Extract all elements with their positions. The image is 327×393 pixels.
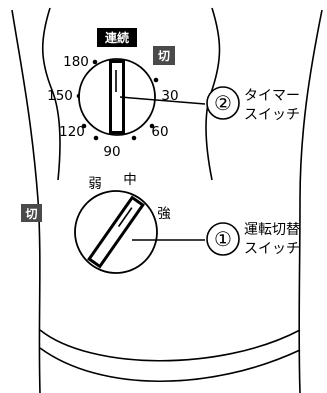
- mode-off-badge-label: 切: [25, 207, 37, 221]
- mode-label-medium: 中: [123, 172, 137, 188]
- timer-tick-60: 60: [151, 124, 168, 140]
- timer-callout-line1: タイマー: [244, 88, 300, 104]
- continuous-badge: [97, 28, 137, 47]
- timer-callout-circle: [206, 86, 240, 120]
- mode-callout-line2: スイッチ: [244, 241, 300, 257]
- tick-dot: [149, 123, 155, 129]
- tick-dot: [92, 59, 98, 65]
- timer-tick-90: 90: [103, 144, 120, 160]
- housing-inner-right: [205, 7, 221, 181]
- mode-switch: 弱 中 強 切 ① 運転切替 スイッチ: [21, 172, 300, 274]
- housing-left-edge: [11, 9, 41, 393]
- mode-label-weak: 弱: [88, 176, 102, 192]
- timer-tick-180: 180: [63, 54, 89, 70]
- timer-tick-120: 120: [59, 124, 85, 140]
- timer-dial-grip: [109, 60, 125, 134]
- tick-dot: [153, 77, 159, 83]
- timer-tick-150: 150: [47, 88, 73, 104]
- housing-bottom-curve: [39, 329, 301, 362]
- timer-switch: 連続 切 180 150 120 90 60 30 ② タ: [47, 28, 300, 160]
- mode-callout-line1: 運転切替: [244, 222, 300, 238]
- timer-callout-line2: スイッチ: [244, 107, 300, 123]
- mode-callout-circle: [206, 222, 240, 256]
- timer-off-badge: [153, 46, 175, 65]
- timer-callout-number: ②: [214, 91, 232, 115]
- housing-inner-left: [41, 7, 61, 181]
- tick-dot: [93, 135, 99, 141]
- tick-dot: [131, 135, 137, 141]
- tick-dot: [81, 123, 87, 129]
- timer-tick-30: 30: [161, 88, 178, 104]
- housing-bottom-curve-2: [39, 347, 301, 382]
- timer-off-badge-label: 切: [158, 49, 170, 63]
- controller-housing: [11, 7, 323, 393]
- mode-off-badge: [21, 204, 42, 222]
- mode-callout-number: ①: [214, 227, 232, 251]
- housing-right-edge: [298, 9, 323, 393]
- timer-callout-leader: [119, 96, 206, 105]
- mode-label-strong: 強: [157, 206, 171, 222]
- continuous-badge-label: 連続: [105, 30, 129, 45]
- mode-dial-grip: [87, 195, 145, 269]
